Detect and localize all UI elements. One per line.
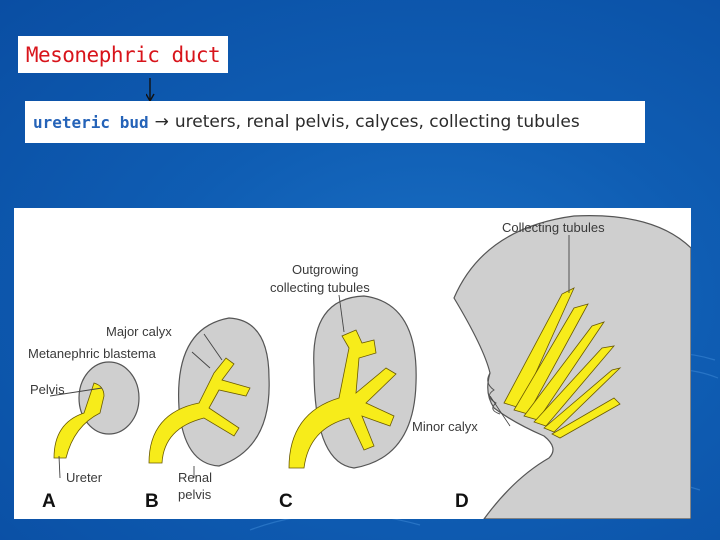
label-metanephric-blastema: Metanephric blastema [28, 346, 157, 361]
panel-c-ureteric-tree [288, 329, 397, 469]
panel-d-collecting-tubules [503, 287, 622, 439]
panel-label-a: A [42, 491, 56, 512]
panel-b-kidney [177, 317, 270, 467]
label-renal-line2: pelvis [178, 487, 212, 502]
ureteric-bud-box: ureteric bud → ureters, renal pelvis, ca… [25, 101, 645, 143]
kidney-development-illustration: Collecting tubules Outgrowing collecting… [28, 215, 691, 519]
ureteric-bud-term: ureteric bud [33, 112, 149, 132]
panel-a-blastema [78, 361, 140, 435]
down-arrow-icon [146, 78, 155, 103]
bud-derivatives-text: ureters, renal pelvis, calyces, collecti… [174, 112, 580, 132]
label-minor-calyx: Minor calyx [412, 419, 478, 434]
label-renal-line1: Renal [178, 470, 212, 485]
kidney-development-figure: Collecting tubules Outgrowing collecting… [14, 208, 691, 519]
label-collecting-tubules: Collecting tubules [502, 220, 605, 235]
label-outgrowing-line1: Outgrowing [292, 262, 358, 277]
label-outgrowing-line2: collecting tubules [270, 280, 370, 295]
slide-title: Mesonephric duct [25, 42, 221, 67]
panel-label-c: C [279, 491, 293, 512]
panel-b-ureteric-tree [148, 357, 251, 464]
right-arrow-icon: → [154, 112, 169, 132]
title-box: Mesonephric duct [18, 36, 228, 73]
label-major-calyx: Major calyx [106, 324, 172, 339]
panel-label-b: B [145, 491, 159, 512]
label-ureter: Ureter [66, 470, 103, 485]
label-pelvis: Pelvis [30, 382, 65, 397]
panel-a-ureter [53, 382, 105, 459]
panel-label-d: D [455, 491, 469, 512]
